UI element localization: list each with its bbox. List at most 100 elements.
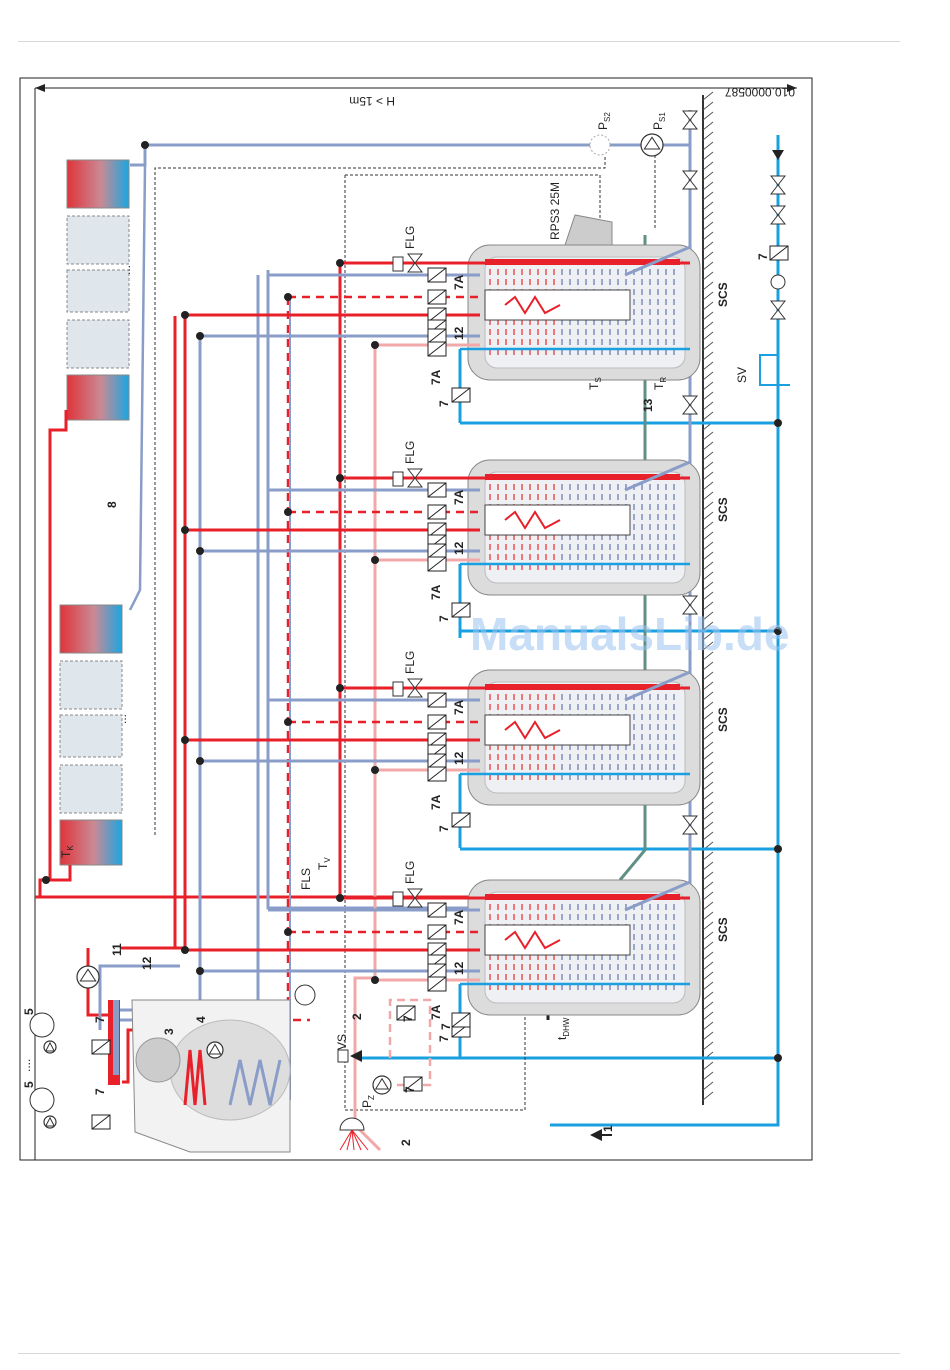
wall-hatch (703, 872, 713, 880)
wall-hatch (703, 192, 713, 200)
sensor-tdhw-label: tDHW (555, 1017, 571, 1040)
junction-dot (196, 547, 204, 555)
wall-hatch (703, 592, 713, 600)
valve-7a-label: 7A (452, 699, 466, 715)
wall-hatch (703, 402, 713, 410)
valve-7-label-c: 7 (403, 1086, 417, 1093)
junction-dot (774, 419, 782, 427)
shutoff-valve-icon (771, 301, 785, 319)
wall-hatch (703, 962, 713, 970)
wall-hatch (703, 662, 713, 670)
wall-hatch (703, 462, 713, 470)
junction-dot (774, 1054, 782, 1062)
wall-hatch (703, 382, 713, 390)
wall-hatch (703, 202, 713, 210)
dhw-riser (355, 345, 380, 1150)
line-2-label-b: 2 (399, 1139, 413, 1146)
junction-dot (42, 876, 50, 884)
internal-heater (485, 925, 630, 955)
wall-hatch (703, 1022, 713, 1030)
wall-hatch (703, 862, 713, 870)
line-12-label: 12 (452, 751, 466, 765)
wall-hatch (703, 832, 713, 840)
sensor-tv-label: TV (316, 857, 332, 870)
wall-hatch (703, 322, 713, 330)
wall-hatch (703, 752, 713, 760)
scs-label: SCS (716, 707, 730, 732)
radiator-circuit-icon (30, 1088, 54, 1112)
wall-hatch (703, 272, 713, 280)
wall-hatch (703, 522, 713, 530)
wall-hatch (703, 482, 713, 490)
internal-heater (485, 505, 630, 535)
flow-limiter-flg-icon (393, 682, 403, 696)
wall-hatch (703, 512, 713, 520)
sensor-line-13-label: 13 (641, 398, 655, 412)
wall-hatch (703, 672, 713, 680)
wall-hatch (703, 742, 713, 750)
collector-dots: ... (115, 714, 129, 724)
collector-count-label: 8 (105, 501, 119, 508)
wall-hatch (703, 932, 713, 940)
shutoff-valve-icon (683, 396, 697, 414)
wall-hatch (703, 92, 713, 100)
wall-hatch (703, 312, 713, 320)
manifold-return (113, 1000, 119, 1075)
wall-hatch (703, 582, 713, 590)
junction-dot (336, 474, 344, 482)
valve-7a-label: 7A (429, 794, 443, 810)
wall-hatch (703, 352, 713, 360)
wall-hatch (703, 982, 713, 990)
wall-hatch (703, 172, 713, 180)
wall-hatch (703, 102, 713, 110)
wall-hatch (703, 822, 713, 830)
mixed-riser (288, 297, 310, 1020)
wall-hatch (703, 1042, 713, 1050)
junction-dot (181, 736, 189, 744)
valve-7-label-e: 7 (93, 1016, 107, 1023)
pump-pz-label: PZ (360, 1095, 376, 1108)
solar-collector-panel (60, 765, 122, 813)
wall-hatch (703, 942, 713, 950)
wall-hatch (703, 542, 713, 550)
wall-hatch (703, 882, 713, 890)
wall-hatch (703, 372, 713, 380)
boiler-ellipsis: .... (19, 1059, 33, 1072)
dimension-arrow-icon (35, 84, 45, 92)
solar-collector-panel (67, 320, 129, 368)
wall-hatch (703, 142, 713, 150)
solar-collector-panel (67, 375, 129, 420)
wall-hatch (703, 782, 713, 790)
flg-label: FLG (403, 226, 417, 249)
valve-7-label-b: 7 (439, 1023, 453, 1030)
wall-hatch (703, 212, 713, 220)
controller-rps3-icon (565, 215, 612, 245)
wall-hatch (703, 432, 713, 440)
hot-outlet-1-label: 1 (601, 1125, 615, 1132)
wall-hatch (703, 152, 713, 160)
internal-heater (485, 290, 630, 320)
junction-dot (196, 332, 204, 340)
wall-hatch (703, 232, 713, 240)
wall-hatch (703, 112, 713, 120)
valve-7a-label: 7A (452, 274, 466, 290)
wall-hatch (703, 902, 713, 910)
valve-7-label: 7 (437, 400, 451, 407)
junction-dot (336, 259, 344, 267)
flow-direction-arrow-icon (772, 150, 784, 160)
wall-hatch (703, 252, 713, 260)
valve-7-label: 7 (437, 1035, 451, 1042)
wall-hatch (703, 302, 713, 310)
wall-hatch (703, 342, 713, 350)
shutoff-valve-icon (771, 176, 785, 194)
line-4-label: 4 (194, 1016, 208, 1023)
wall-hatch (703, 332, 713, 340)
junction-dot (284, 928, 292, 936)
scs-label: SCS (716, 917, 730, 942)
line-3-label: 3 (162, 1028, 176, 1035)
wall-hatch (703, 552, 713, 560)
wall-hatch (703, 1062, 713, 1070)
diverter-vs-actuator (338, 1050, 348, 1062)
wall-hatch (703, 502, 713, 510)
wall-hatch (703, 132, 713, 140)
